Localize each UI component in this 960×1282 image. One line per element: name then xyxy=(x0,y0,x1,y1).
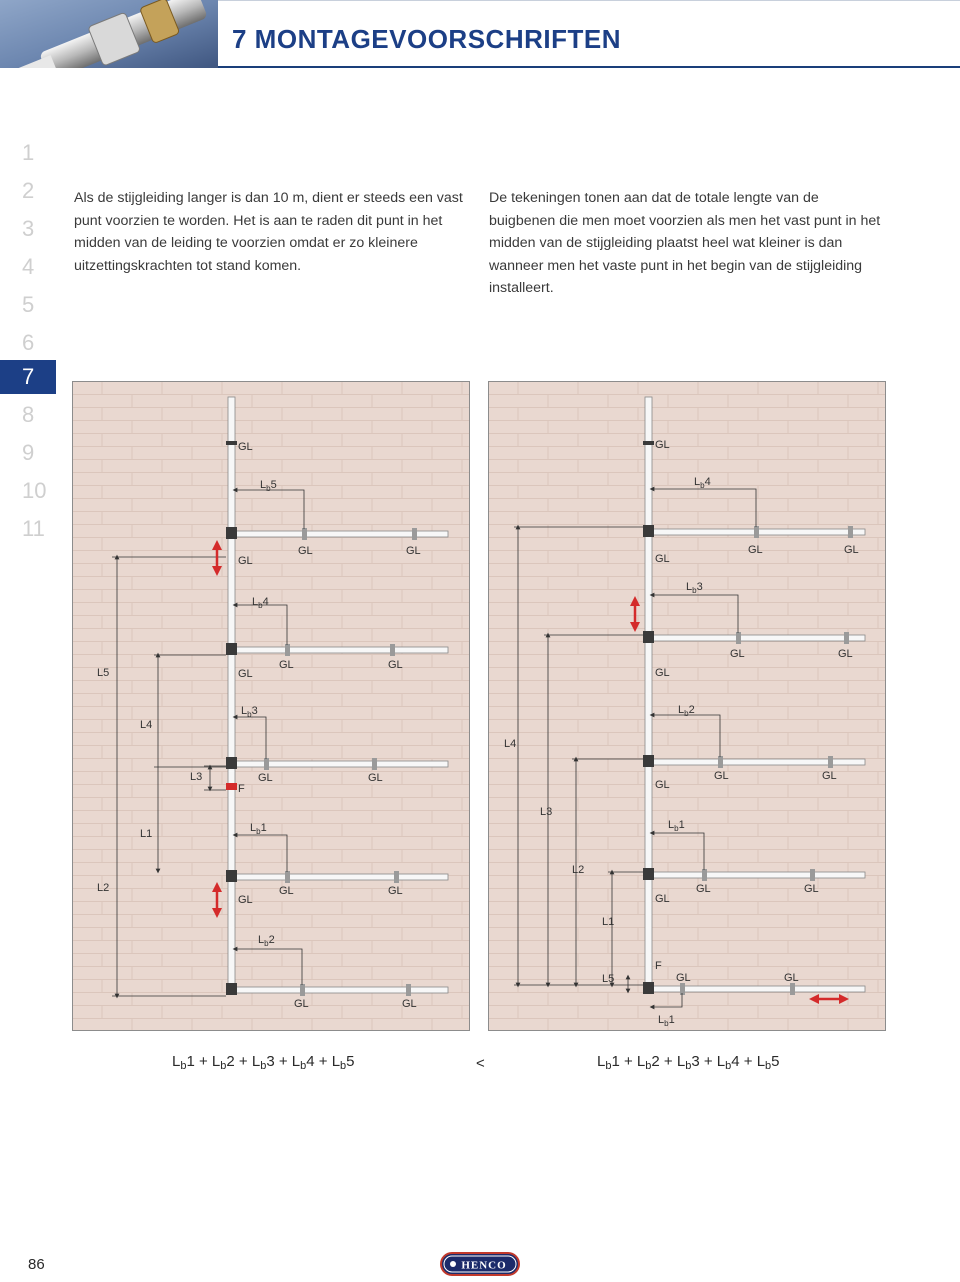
chapter-active-label: 7 xyxy=(22,364,35,389)
gl-label: GL xyxy=(696,883,711,895)
gl-label: GL xyxy=(238,894,253,906)
l4-label: L4 xyxy=(140,719,152,731)
chapter-link[interactable]: 8 xyxy=(22,402,35,427)
gl-label: GL xyxy=(804,883,819,895)
lb2-label: Lb2 xyxy=(258,934,275,948)
gl-label: GL xyxy=(294,998,309,1010)
lb4-label: Lb4 xyxy=(252,596,269,610)
gl-label: GL xyxy=(388,659,403,671)
l2-label: L2 xyxy=(572,864,584,876)
svg-text:HENCO: HENCO xyxy=(461,1260,506,1272)
chapter-link[interactable]: 11 xyxy=(22,516,45,541)
l4-label: L4 xyxy=(504,738,516,750)
l1-label: L1 xyxy=(602,916,614,928)
header-rule xyxy=(218,66,960,68)
diagram-fixed-point-start: GL GL GL GL GL GL GL GL GL GL GL GL GL G… xyxy=(488,381,886,1031)
intro-paragraph-right: De tekeningen tonen aan dat de totale le… xyxy=(489,190,881,297)
chapter-link[interactable]: 2 xyxy=(22,178,35,203)
gl-label: GL xyxy=(655,439,670,451)
lb2-label: Lb2 xyxy=(678,704,695,718)
lb5-label: Lb5 xyxy=(260,479,277,493)
gl-label: GL xyxy=(406,545,421,557)
chapter-link[interactable]: 4 xyxy=(22,254,35,279)
gl-label: GL xyxy=(676,972,691,984)
gl-label: GL xyxy=(784,972,799,984)
gl-label: GL xyxy=(655,667,670,679)
gl-label: GL xyxy=(238,555,253,567)
chapter-link[interactable]: 1 xyxy=(22,140,35,165)
chapter-link[interactable]: 5 xyxy=(22,292,35,317)
henco-logo: HENCO xyxy=(440,1251,520,1277)
l1-label: L1 xyxy=(140,828,152,840)
l3-label: L3 xyxy=(190,771,202,783)
gl-label: GL xyxy=(730,648,745,660)
intro-paragraph-left: Als de stijgleiding langer is dan 10 m, … xyxy=(74,190,463,274)
lb1-label: Lb1 xyxy=(668,819,685,833)
l2-label: L2 xyxy=(97,882,109,894)
gl-label: GL xyxy=(238,441,253,453)
chapter-link-active[interactable]: 7 xyxy=(0,360,56,394)
page-number: 86 xyxy=(28,1256,45,1273)
lb3-label: Lb3 xyxy=(686,581,703,595)
l5-label: L5 xyxy=(97,667,109,679)
gl-label: GL xyxy=(238,668,253,680)
gl-label: GL xyxy=(298,545,313,557)
chapter-link[interactable]: 6 xyxy=(22,330,35,355)
header-photo xyxy=(0,0,218,68)
chapter-link[interactable]: 9 xyxy=(22,440,35,465)
lb4-label: Lb4 xyxy=(694,476,711,490)
fixed-point-label: F xyxy=(238,783,245,795)
lb1-label: Lb1 xyxy=(658,1014,675,1028)
header-top-rule xyxy=(218,0,960,1)
gl-label: GL xyxy=(838,648,853,660)
gl-label: GL xyxy=(822,770,837,782)
gl-label: GL xyxy=(748,544,763,556)
gl-label: GL xyxy=(844,544,859,556)
diagram-fixed-point-middle: GL GL GL GL GL GL GL GL GL GL GL GL GL G… xyxy=(72,381,470,1031)
lb1-label: Lb1 xyxy=(250,822,267,836)
fixed-point-label: F xyxy=(655,960,662,972)
gl-label: GL xyxy=(279,885,294,897)
l5-label: L5 xyxy=(602,973,614,985)
less-than-sign: < xyxy=(476,1055,485,1072)
page-title: 7 MONTAGEVOORSCHRIFTEN xyxy=(232,24,621,54)
gl-label: GL xyxy=(655,893,670,905)
formula-left: Lb1 + Lb2 + Lb3 + Lb4 + Lb5 xyxy=(172,1053,355,1072)
lb3-label: Lb3 xyxy=(241,705,258,719)
chapter-link[interactable]: 10 xyxy=(22,478,47,503)
l3-label: L3 xyxy=(540,806,552,818)
gl-label: GL xyxy=(388,885,403,897)
gl-label: GL xyxy=(402,998,417,1010)
chapter-link[interactable]: 3 xyxy=(22,216,35,241)
gl-label: GL xyxy=(279,659,294,671)
gl-label: GL xyxy=(655,553,670,565)
gl-label: GL xyxy=(655,779,670,791)
formula-right: Lb1 + Lb2 + Lb3 + Lb4 + Lb5 xyxy=(597,1053,780,1072)
gl-label: GL xyxy=(368,772,383,784)
gl-label: GL xyxy=(258,772,273,784)
gl-label: GL xyxy=(714,770,729,782)
